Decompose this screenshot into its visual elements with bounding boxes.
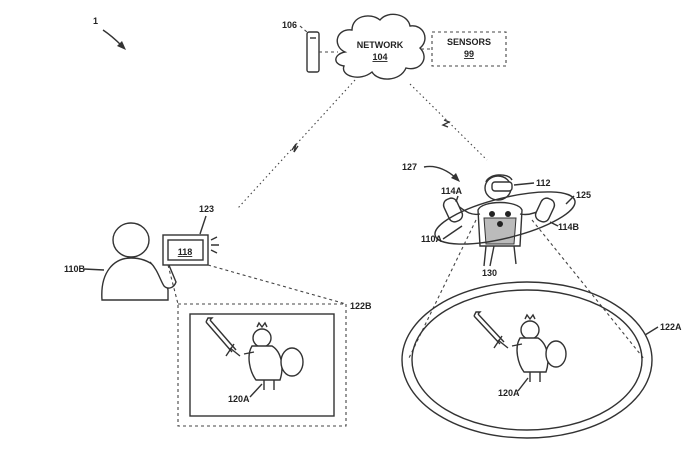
display-122b-label: 122B xyxy=(350,301,372,311)
play-area-ring xyxy=(434,191,576,245)
sensors-title: SENSORS xyxy=(447,37,491,47)
virtual-space-122a-leader xyxy=(644,326,659,336)
hmd-user-label: 127 xyxy=(402,162,417,172)
display-122b-outer xyxy=(177,303,347,427)
wireless-zigzag-right xyxy=(441,119,451,128)
ref-114b-leader xyxy=(549,221,559,227)
ref-114b-label: 114B xyxy=(558,222,580,232)
hmd-user-arrowhead xyxy=(451,173,460,182)
ref-125-label: 125 xyxy=(576,190,591,200)
knight-avatar-right-icon xyxy=(473,311,567,382)
virtual-space-122a-inner xyxy=(411,289,643,431)
user-110a-label: 110A xyxy=(421,234,443,244)
ref-114a-label: 114A xyxy=(441,186,463,196)
display-122b-inner xyxy=(189,313,335,417)
avatar-left-label: 120A xyxy=(228,394,250,404)
hmd-user-figure xyxy=(442,174,556,267)
ref-112-label: 112 xyxy=(536,178,551,188)
ref-123-leader xyxy=(199,215,207,235)
server-leader xyxy=(299,25,308,33)
user-110b-leader xyxy=(83,268,105,271)
wireless-zigzag-left xyxy=(291,143,299,153)
avatar-left-leader xyxy=(249,383,263,398)
hmd-user-arrow xyxy=(423,165,457,179)
avatar-right-label: 120A xyxy=(498,388,520,398)
ref-125-leader xyxy=(565,195,575,205)
projection-line-right-a xyxy=(407,219,477,361)
figure-ref-arrow xyxy=(102,29,123,47)
user-110a-leader xyxy=(442,225,463,240)
virtual-space-122a-label: 122A xyxy=(660,322,682,332)
ref-112-leader xyxy=(513,182,535,186)
projection-line-right-b xyxy=(531,219,646,361)
server-icon xyxy=(306,31,320,73)
tablet-label: 118 xyxy=(178,247,193,257)
figure-ref-label: 1 xyxy=(93,16,98,26)
controller-114b-icon xyxy=(534,197,556,223)
virtual-space-122a-outer xyxy=(401,281,653,439)
figure-ref-arrowhead xyxy=(117,41,126,50)
ref-130-label: 130 xyxy=(482,268,497,278)
hmd-headset-icon xyxy=(491,181,513,192)
server-label: 106 xyxy=(282,20,297,30)
network-title: NETWORK xyxy=(357,40,404,50)
ref-114a-leader xyxy=(455,195,459,203)
network-number: 104 xyxy=(372,52,387,62)
projection-line-left-b xyxy=(207,264,347,305)
avatar-right-leader xyxy=(517,377,529,392)
projection-line-left-a xyxy=(167,264,179,305)
sensors-number: 99 xyxy=(464,49,474,59)
wireless-link-left xyxy=(237,79,356,209)
network-cloud xyxy=(335,13,426,80)
controller-114a-icon xyxy=(442,197,464,223)
sensors-box xyxy=(431,31,507,67)
knight-avatar-left-icon xyxy=(205,317,304,390)
ref-130-leader xyxy=(489,245,495,267)
tablet-signal-icon xyxy=(210,236,219,254)
user-110b-figure xyxy=(101,222,177,301)
ref-123-label: 123 xyxy=(199,204,214,214)
user-110b-label: 110B xyxy=(64,264,86,274)
tablet-screen xyxy=(167,239,204,261)
